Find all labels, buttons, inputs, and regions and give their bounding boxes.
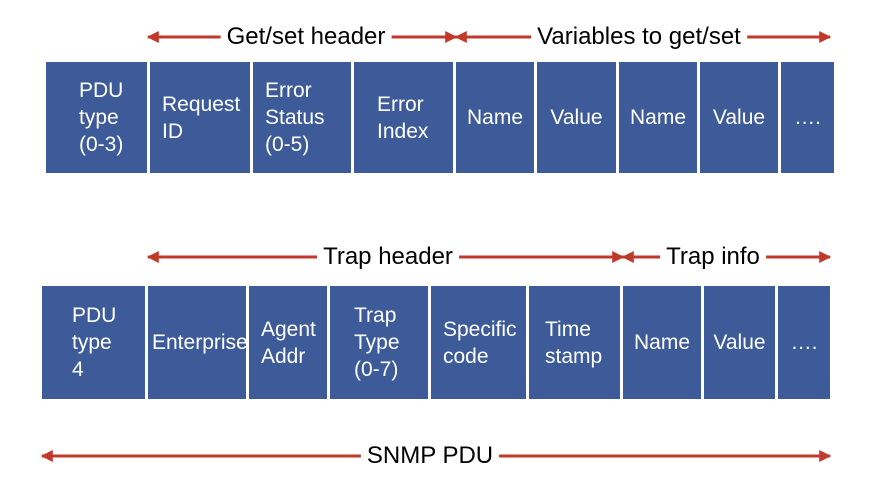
enterprise-field: Enterprise xyxy=(148,286,248,399)
more-variables-ellipsis: …. xyxy=(781,62,834,173)
agent-addr-field: Agent Addr xyxy=(249,286,327,399)
variable-name-field: Name xyxy=(623,286,701,399)
variable-name-field: Name xyxy=(619,62,697,173)
pdu-type-field: PDU type (0-3) xyxy=(46,62,147,173)
variable-name-field: Name xyxy=(456,62,534,173)
time-stamp-field: Time stamp xyxy=(529,286,620,399)
error-status-field: Error Status (0-5) xyxy=(253,62,351,173)
specific-code-field: Specific code xyxy=(431,286,526,399)
variable-value-field: Value xyxy=(700,62,778,173)
more-variables-ellipsis: …. xyxy=(778,286,830,399)
trap-header-label: Trap header xyxy=(317,245,459,269)
variables-label: Variables to get/set xyxy=(531,25,747,49)
pdu-type-field: PDU type 4 xyxy=(42,286,145,399)
trap-type-field: Trap Type (0-7) xyxy=(330,286,428,399)
get-set-header-label: Get/set header xyxy=(220,25,392,49)
request-id-field: Request ID xyxy=(150,62,250,173)
snmp-pdu-label: SNMP PDU xyxy=(360,444,500,468)
variable-value-field: Value xyxy=(704,286,775,399)
variable-value-field: Value xyxy=(537,62,616,173)
trap-info-label: Trap info xyxy=(660,245,766,269)
error-index-field: Error Index xyxy=(354,62,453,173)
